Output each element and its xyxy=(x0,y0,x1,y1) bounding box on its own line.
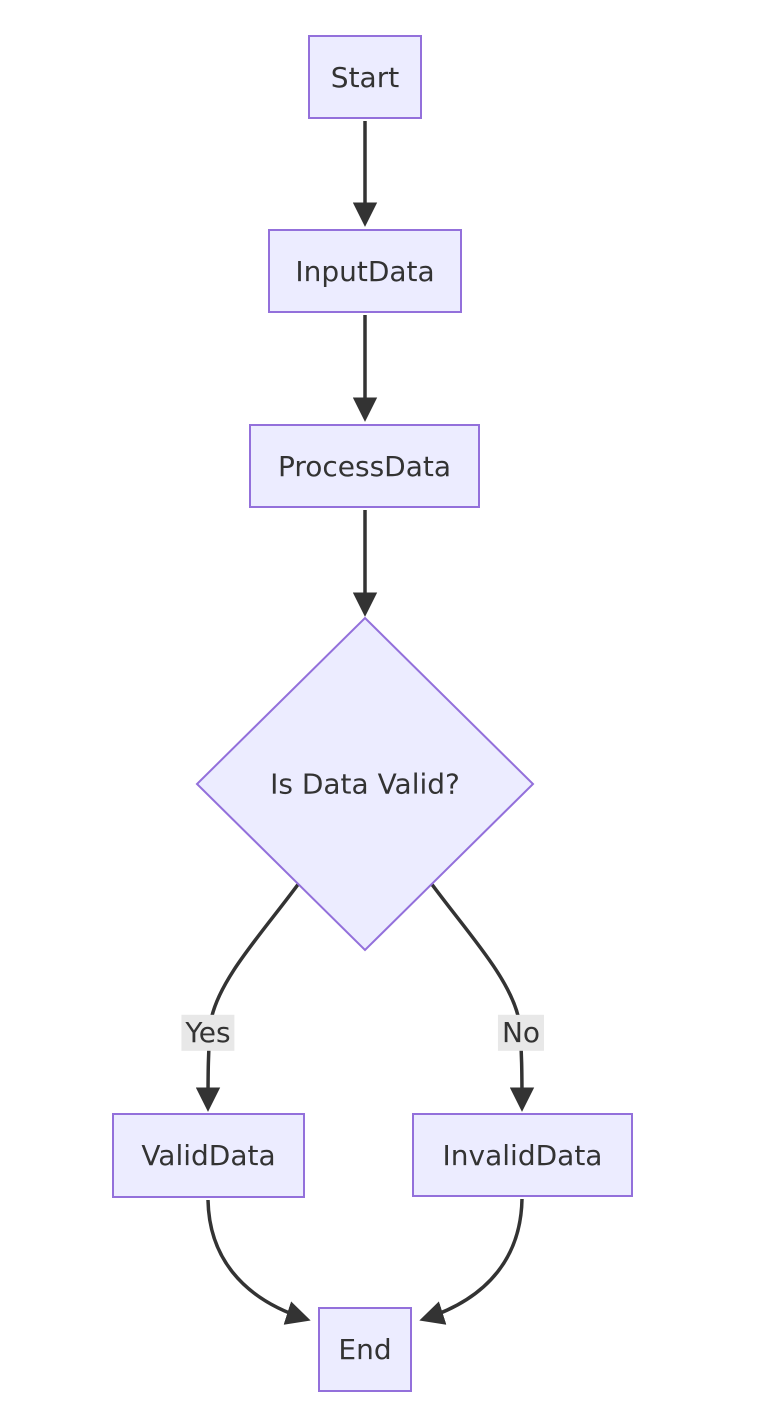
node-decision-label: Is Data Valid? xyxy=(270,767,460,801)
node-processdata-label: ProcessData xyxy=(277,449,452,483)
node-decision-diamond xyxy=(195,616,535,952)
edge-label-no: No xyxy=(497,1014,545,1052)
node-start: Start xyxy=(308,35,422,119)
node-validdata: ValidData xyxy=(112,1113,305,1198)
node-processdata: ProcessData xyxy=(249,424,480,508)
edge-label-yes: Yes xyxy=(181,1014,235,1052)
node-invaliddata: InvalidData xyxy=(412,1113,633,1197)
edge-decision-validdata-yes xyxy=(195,866,312,1112)
node-inputdata: InputData xyxy=(268,229,462,313)
node-inputdata-label: InputData xyxy=(295,254,435,288)
node-end: End xyxy=(318,1307,412,1392)
node-validdata-label: ValidData xyxy=(141,1139,276,1172)
node-start-label: Start xyxy=(330,60,400,94)
node-end-label: End xyxy=(338,1333,392,1366)
edge-validdata-end xyxy=(206,1199,311,1325)
edge-decision-invaliddata-no xyxy=(418,866,535,1112)
edge-invaliddata-end xyxy=(419,1198,524,1325)
node-invaliddata-label: InvalidData xyxy=(442,1138,603,1172)
